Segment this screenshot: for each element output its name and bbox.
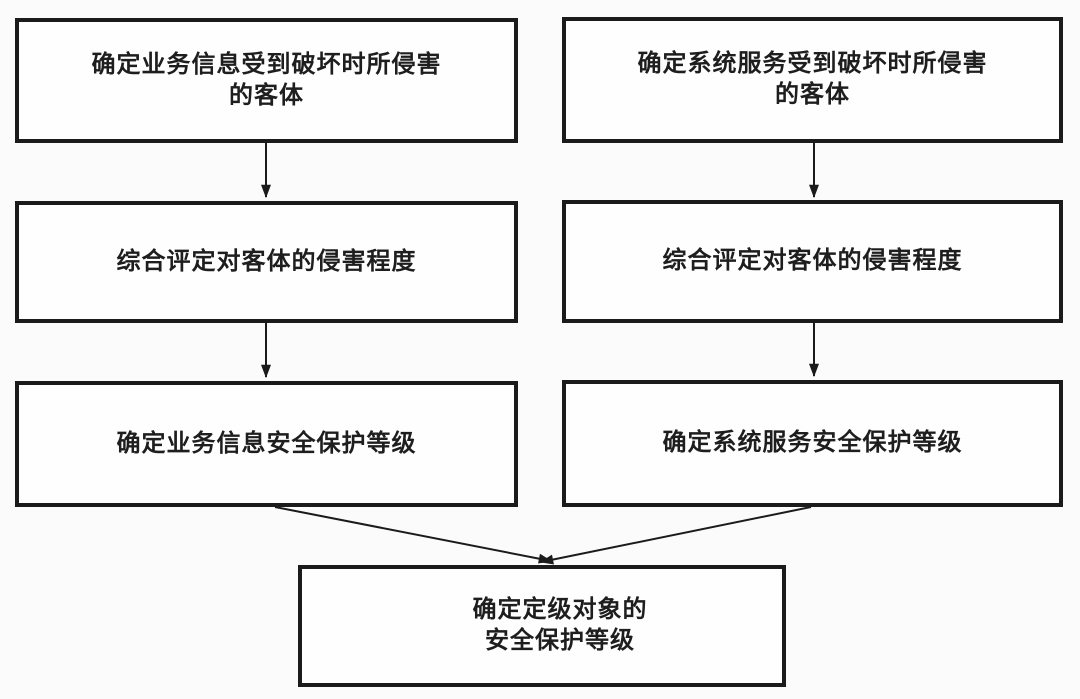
node-system-harmed-object: 确定系统服务受到破坏时所侵害 的客体 [562,17,1063,143]
node-text-line: 综合评定对客体的侵害程度 [662,248,963,274]
node-text: 确定系统服务受到破坏时所侵害 的客体 [638,49,988,111]
node-text-line: 的客体 [229,82,304,109]
node-text: 确定业务信息安全保护等级 [117,429,417,460]
node-text: 综合评定对客体的侵害程度 [117,247,417,278]
node-text-line: 安全保护等级 [485,628,635,654]
node-business-protection-level: 确定业务信息安全保护等级 [15,381,518,507]
arrow-business-level-to-final [274,506,553,564]
node-text-line: 确定系统服务安全保护等级 [662,430,963,456]
node-system-harm-degree: 综合评定对客体的侵害程度 [562,200,1063,323]
node-text-line: 的客体 [775,82,850,108]
node-system-protection-level: 确定系统服务安全保护等级 [562,380,1063,507]
node-text-line: 综合评定对客体的侵害程度 [116,248,417,275]
node-text: 确定业务信息受到破坏时所侵害 的客体 [92,50,442,112]
node-text-line: 确定系统服务受到破坏时所侵害 [637,51,988,77]
node-text: 确定系统服务安全保护等级 [663,428,963,459]
node-text-line: 确定定级对象的 [472,597,648,623]
node-business-harmed-object: 确定业务信息受到破坏时所侵害 的客体 [15,18,518,143]
node-text: 确定定级对象的 安全保护等级 [473,595,648,657]
arrow-system-level-to-final [539,506,812,565]
node-text-line: 确定业务信息受到破坏时所侵害 [91,51,442,78]
node-text: 综合评定对客体的侵害程度 [663,246,963,277]
node-text-line: 确定业务信息安全保护等级 [116,430,417,457]
node-business-harm-degree: 综合评定对客体的侵害程度 [15,201,518,323]
node-final-protection-level: 确定定级对象的 安全保护等级 [298,565,786,687]
